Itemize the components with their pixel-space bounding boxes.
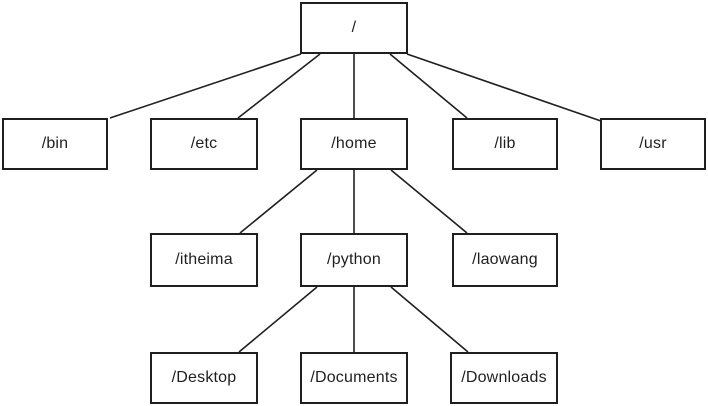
tree-node-label-etc: /etc [190, 135, 218, 152]
tree-node-laowang: /laowang [452, 233, 558, 287]
edge-home-to-itheima [239, 169, 318, 234]
tree-node-python: /python [300, 233, 408, 287]
tree-node-root: / [300, 2, 408, 54]
tree-node-label-documents: /Documents [310, 369, 398, 386]
edge-python-to-downloads [390, 286, 469, 353]
tree-node-desktop: /Desktop [150, 352, 258, 404]
tree-node-usr: /usr [600, 118, 706, 170]
tree-node-label-bin: /bin [41, 135, 69, 152]
tree-node-label-desktop: /Desktop [171, 369, 237, 386]
tree-node-bin: /bin [2, 118, 108, 170]
tree-node-label-home: /home [331, 135, 377, 152]
tree-node-label-laowang: /laowang [472, 251, 538, 268]
edge-root-to-bin [109, 53, 302, 119]
tree-node-home: /home [300, 118, 408, 170]
tree-node-label-downloads: /Downloads [461, 369, 547, 386]
tree-node-label-lib: /lib [494, 135, 516, 152]
edge-python-to-desktop [238, 286, 318, 353]
edge-home-to-laowang [390, 169, 468, 234]
tree-node-etc: /etc [150, 118, 258, 170]
tree-node-downloads: /Downloads [450, 352, 558, 404]
tree-node-label-python: /python [327, 251, 381, 268]
edge-root-to-etc [237, 53, 321, 119]
tree-node-label-root: / [351, 19, 357, 36]
edge-root-to-lib [389, 53, 468, 119]
tree-node-label-itheima: /itheima [175, 251, 233, 268]
tree-node-lib: /lib [452, 118, 558, 170]
tree-node-label-usr: /usr [639, 135, 667, 152]
edge-root-to-usr [406, 53, 602, 122]
tree-node-itheima: /itheima [150, 233, 258, 287]
tree-node-documents: /Documents [300, 352, 408, 404]
